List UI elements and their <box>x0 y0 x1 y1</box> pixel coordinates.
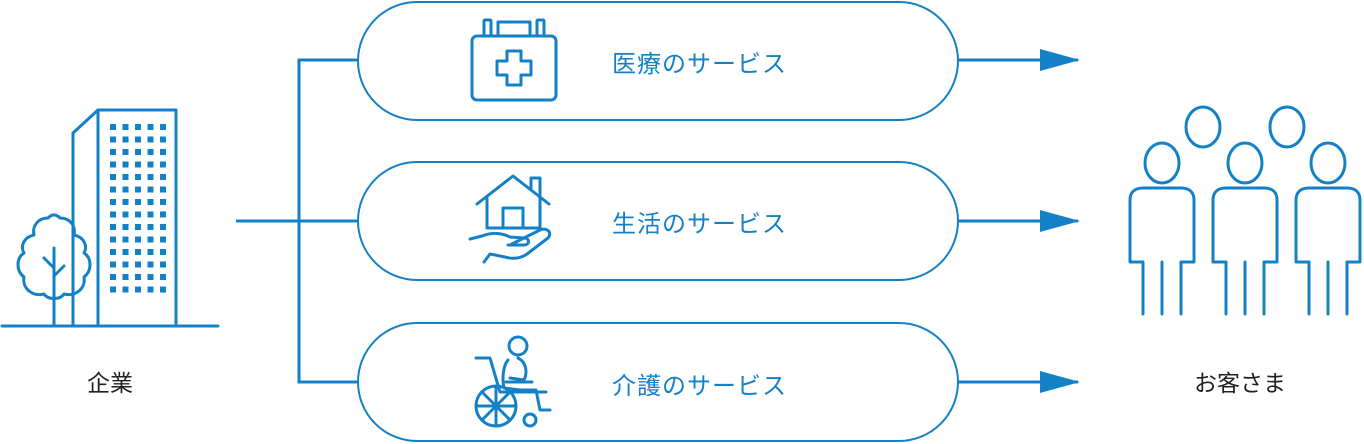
building-window <box>122 224 129 230</box>
building-window <box>135 236 141 243</box>
building-window <box>160 174 166 180</box>
building-window <box>160 199 166 205</box>
building-window <box>122 136 129 143</box>
building-window <box>147 136 154 143</box>
building-window <box>122 149 129 155</box>
wheelchair-icon <box>474 335 552 428</box>
building-window <box>147 236 154 243</box>
building-window <box>147 211 154 218</box>
building-window <box>110 224 116 230</box>
customers-group-icon <box>1128 105 1362 316</box>
building-window <box>147 286 154 293</box>
building-window <box>122 286 129 293</box>
building-window <box>160 186 166 193</box>
building-window <box>135 186 141 193</box>
building-window <box>147 199 154 205</box>
building-window <box>147 261 154 268</box>
building-window <box>160 211 166 218</box>
building-window <box>122 199 129 205</box>
building-window <box>135 261 141 268</box>
building-window <box>122 186 129 193</box>
company-building-icon <box>0 108 220 328</box>
building-window <box>110 136 116 143</box>
building-window <box>110 286 116 293</box>
building-window <box>135 174 141 180</box>
building-window <box>122 236 129 243</box>
house-on-hand-icon <box>468 174 552 264</box>
customers-label: お客さま <box>1194 371 1286 397</box>
building-window <box>122 249 129 255</box>
building-window <box>160 224 166 230</box>
service-label-living: 生活のサービス <box>612 210 787 238</box>
building-window <box>147 174 154 180</box>
building-window <box>135 124 141 130</box>
building-window <box>122 274 129 280</box>
building-window <box>160 149 166 155</box>
building-window <box>110 174 116 180</box>
building-window <box>122 161 129 168</box>
building-window <box>122 211 129 218</box>
building-window <box>135 286 141 293</box>
connector-lines <box>236 58 358 384</box>
building-window <box>147 186 154 193</box>
building-window <box>110 211 116 218</box>
first-aid-kit-icon <box>470 18 558 102</box>
building-window <box>160 286 166 293</box>
company-label: 企業 <box>87 371 133 397</box>
building-window <box>110 261 116 268</box>
building-window <box>135 211 141 218</box>
building-window <box>110 161 116 168</box>
building-window <box>110 124 116 130</box>
building-window <box>160 136 166 143</box>
building-window <box>135 224 141 230</box>
service-label-care: 介護のサービス <box>612 372 787 400</box>
building-window <box>147 224 154 230</box>
building-window <box>135 249 141 255</box>
building-window <box>160 161 166 168</box>
building-window <box>122 174 129 180</box>
building-window <box>160 261 166 268</box>
building-window <box>135 149 141 155</box>
service-label-medical: 医療のサービス <box>612 50 787 78</box>
building-window <box>147 124 154 130</box>
building-window <box>147 161 154 168</box>
building-window <box>147 274 154 280</box>
building-window <box>135 274 141 280</box>
building-window <box>147 149 154 155</box>
building-window <box>160 249 166 255</box>
building-window <box>122 124 129 130</box>
building-window <box>135 161 141 168</box>
building-window <box>135 199 141 205</box>
building-window <box>135 136 141 143</box>
building-window <box>110 236 116 243</box>
building-window <box>122 261 129 268</box>
building-window <box>160 236 166 243</box>
building-window <box>110 186 116 193</box>
building-window <box>110 274 116 280</box>
building-window <box>160 124 166 130</box>
building-window <box>160 274 166 280</box>
building-window <box>110 149 116 155</box>
building-windows <box>110 124 166 293</box>
arrows <box>958 49 1080 393</box>
building-window <box>147 249 154 255</box>
building-window <box>110 199 116 205</box>
building-window <box>110 249 116 255</box>
